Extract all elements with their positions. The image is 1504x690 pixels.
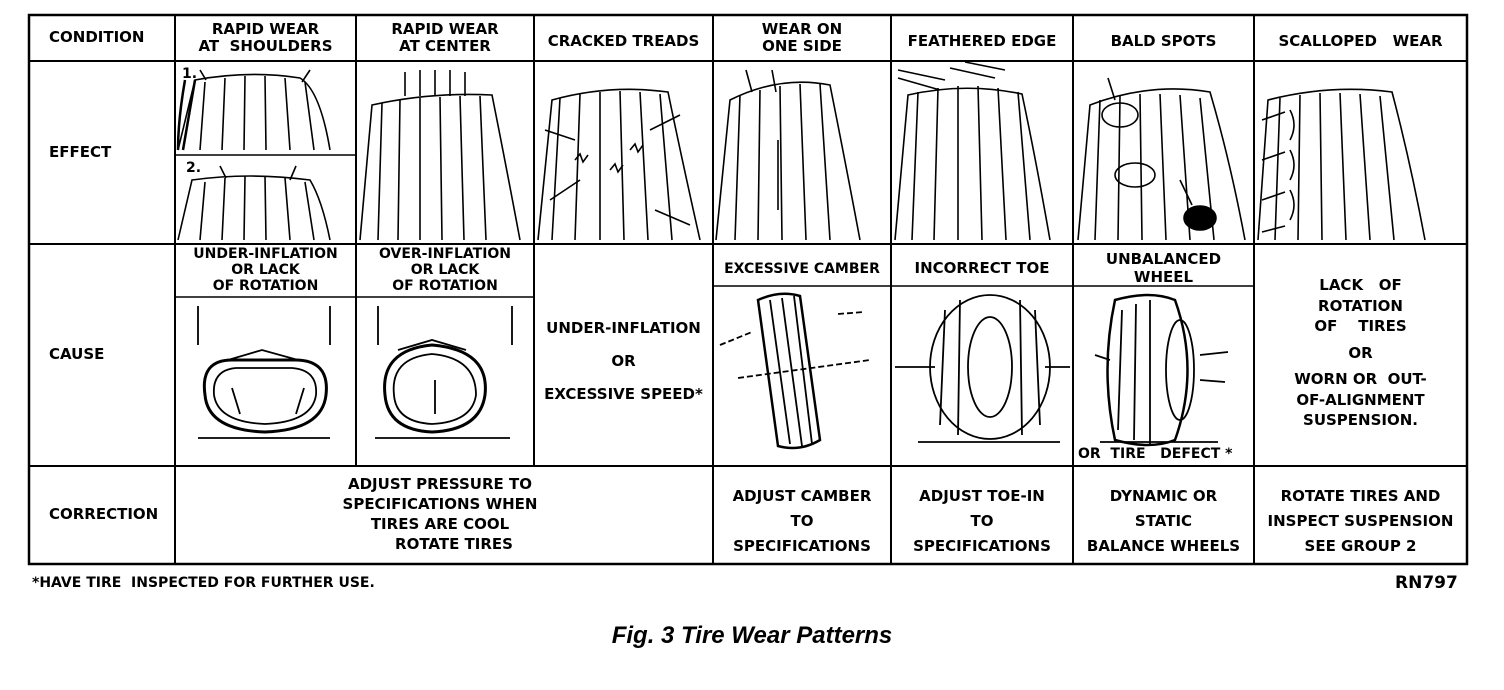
one-side-wear-tire-icon [715, 69, 861, 241]
condition-center-line1: RAPID WEAR [391, 19, 499, 38]
cause-over-inflation: OVER-INFLATION OR LACK OF ROTATION [356, 246, 534, 294]
shoulder-wear-tire-1-icon [176, 69, 331, 151]
effect-marker-2: 2. [186, 160, 202, 176]
row-label-cause: CAUSE [49, 345, 105, 364]
correction-rotate-line1: ROTATE TIRES AND [1280, 487, 1441, 505]
cause-cracked-line1: UNDER-INFLATION [546, 319, 701, 337]
cause-unbalanced: UNBALANCED WHEEL [1073, 250, 1254, 286]
correction-camber-line1: ADJUST CAMBER [732, 487, 872, 505]
cracked-treads-tire-icon [537, 88, 701, 241]
excessive-camber-tire-icon [719, 292, 871, 450]
cause-scalloped-line5: WORN OR OUT- [1294, 370, 1427, 388]
row-label-condition: CONDITION [49, 28, 145, 47]
bald-spots-tire-icon [1077, 77, 1246, 241]
cause-scalloped-line3: OF TIRES [1314, 317, 1407, 335]
correction-balance: DYNAMIC OR STATIC BALANCE WHEELS [1073, 484, 1254, 559]
cause-cracked-line2: OR [611, 352, 636, 370]
condition-shoulders: RAPID WEAR AT SHOULDERS [175, 15, 356, 61]
condition-center: RAPID WEAR AT CENTER [356, 15, 534, 61]
condition-shoulders-line2: AT SHOULDERS [198, 37, 333, 55]
correction-pressure-line4: ROTATE TIRES [395, 535, 513, 553]
cause-scalloped-line2: ROTATION [1318, 296, 1403, 315]
incorrect-toe-tire-icon [895, 294, 1070, 443]
cause-over-inflation-line3: OF ROTATION [392, 278, 498, 294]
condition-feathered: FEATHERED EDGE [907, 32, 1057, 51]
condition-one-side: WEAR ON ONE SIDE [713, 15, 891, 61]
correction-pressure: ADJUST PRESSURE TO SPECIFICATIONS WHEN T… [290, 474, 590, 554]
cause-cracked: UNDER-INFLATION OR EXCESSIVE SPEED* [534, 312, 713, 411]
correction-pressure-line3: TIRES ARE COOL [370, 515, 510, 533]
condition-scalloped: SCALLOPED WEAR [1278, 32, 1443, 51]
condition-one-side-line1: WEAR ON [761, 19, 843, 38]
correction-pressure-line2: SPECIFICATIONS WHEN [342, 495, 538, 513]
cause-scalloped-line4: OR [1348, 343, 1373, 362]
correction-toe-line1: ADJUST TOE-IN [919, 487, 1045, 505]
cause-under-inflation-line2: OR LACK [231, 262, 300, 278]
condition-center-line2: AT CENTER [399, 37, 491, 55]
cause-over-inflation-line2: OR LACK [410, 262, 480, 278]
row-label-correction: CORRECTION [49, 505, 159, 524]
shoulder-wear-tire-2-icon [177, 165, 331, 241]
correction-camber: ADJUST CAMBER TO SPECIFICATIONS [713, 484, 891, 559]
row-label-effect: EFFECT [49, 142, 112, 161]
cause-scalloped-line6: OF-ALIGNMENT [1296, 390, 1425, 409]
condition-bald: BALD SPOTS [1110, 32, 1217, 51]
correction-toe: ADJUST TOE-IN TO SPECIFICATIONS [891, 484, 1073, 559]
cause-cracked-line3: EXCESSIVE SPEED* [544, 385, 703, 403]
cause-camber: EXCESSIVE CAMBER [724, 260, 880, 277]
correction-rotate-line2: INSPECT SUSPENSION [1267, 512, 1454, 530]
correction-pressure-line1: ADJUST PRESSURE TO [348, 475, 532, 493]
center-wear-tire-icon [359, 70, 521, 241]
cause-unbalanced-line1: UNBALANCED [1105, 250, 1222, 268]
cause-tire-defect: OR TIRE DEFECT * [1078, 446, 1233, 462]
correction-balance-line3: BALANCE WHEELS [1086, 537, 1241, 555]
figure-code: RN797 [1395, 573, 1458, 593]
footnote: *HAVE TIRE INSPECTED FOR FURTHER USE. [32, 575, 375, 591]
correction-balance-line1: DYNAMIC OR [1109, 487, 1218, 505]
effect-marker-1: 1. [182, 66, 198, 82]
cause-under-inflation: UNDER-INFLATION OR LACK OF ROTATION [175, 246, 356, 294]
correction-camber-line2: TO [790, 512, 814, 530]
cause-scalloped: LACK OF ROTATION OF TIRES OR WORN OR OUT… [1254, 275, 1467, 431]
unbalanced-wheel-icon [1094, 293, 1229, 447]
condition-cracked: CRACKED TREADS [547, 32, 700, 51]
cause-under-inflation-line3: OF ROTATION [212, 278, 319, 294]
scalloped-wear-tire-icon [1257, 88, 1426, 241]
condition-shoulders-line1: RAPID WEAR [211, 19, 320, 38]
correction-camber-line3: SPECIFICATIONS [733, 537, 871, 555]
correction-rotate: ROTATE TIRES AND INSPECT SUSPENSION SEE … [1254, 484, 1467, 559]
figure-caption: Fig. 3 Tire Wear Patterns [611, 622, 893, 649]
correction-rotate-line3: SEE GROUP 2 [1304, 537, 1417, 555]
cause-over-inflation-line1: OVER-INFLATION [378, 246, 512, 262]
cause-under-inflation-line1: UNDER-INFLATION [193, 246, 338, 262]
cause-toe: INCORRECT TOE [914, 259, 1050, 278]
under-inflation-cross-section-icon [197, 306, 331, 439]
correction-toe-line2: TO [970, 512, 994, 530]
feathered-edge-tire-icon [894, 61, 1051, 241]
condition-one-side-line2: ONE SIDE [762, 37, 842, 55]
cause-scalloped-line7: SUSPENSION. [1303, 411, 1418, 429]
correction-toe-line3: SPECIFICATIONS [913, 537, 1051, 555]
over-inflation-cross-section-icon [375, 306, 513, 439]
correction-balance-line2: STATIC [1134, 512, 1193, 530]
cause-scalloped-line1: LACK OF [1319, 276, 1402, 294]
cause-unbalanced-line2: WHEEL [1133, 268, 1194, 286]
